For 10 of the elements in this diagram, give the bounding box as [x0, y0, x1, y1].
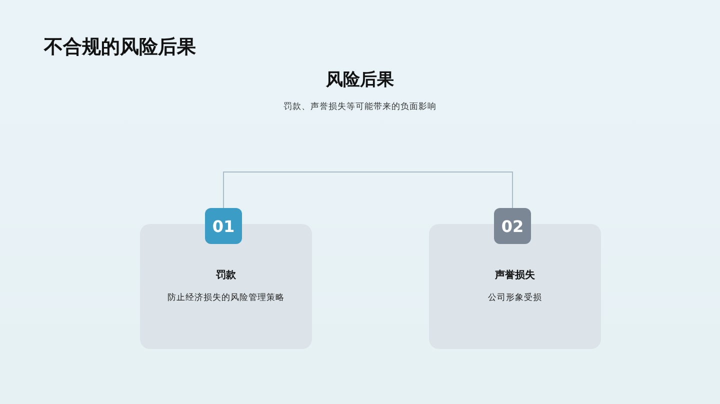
card-description: 公司形象受损: [488, 292, 542, 304]
number-badge: 02: [494, 208, 531, 244]
card-description: 防止经济损失的风险管理策略: [168, 292, 284, 304]
section-subtitle: 罚款、声誉损失等可能带来的负面影响: [284, 101, 436, 113]
card-heading: 罚款: [216, 268, 236, 282]
slide-title: 不合规的风险后果: [44, 35, 196, 60]
number-badge: 01: [205, 208, 242, 244]
connector-line: [223, 172, 513, 208]
card-heading: 声誉损失: [495, 268, 535, 282]
section-heading: 风险后果: [326, 69, 394, 91]
